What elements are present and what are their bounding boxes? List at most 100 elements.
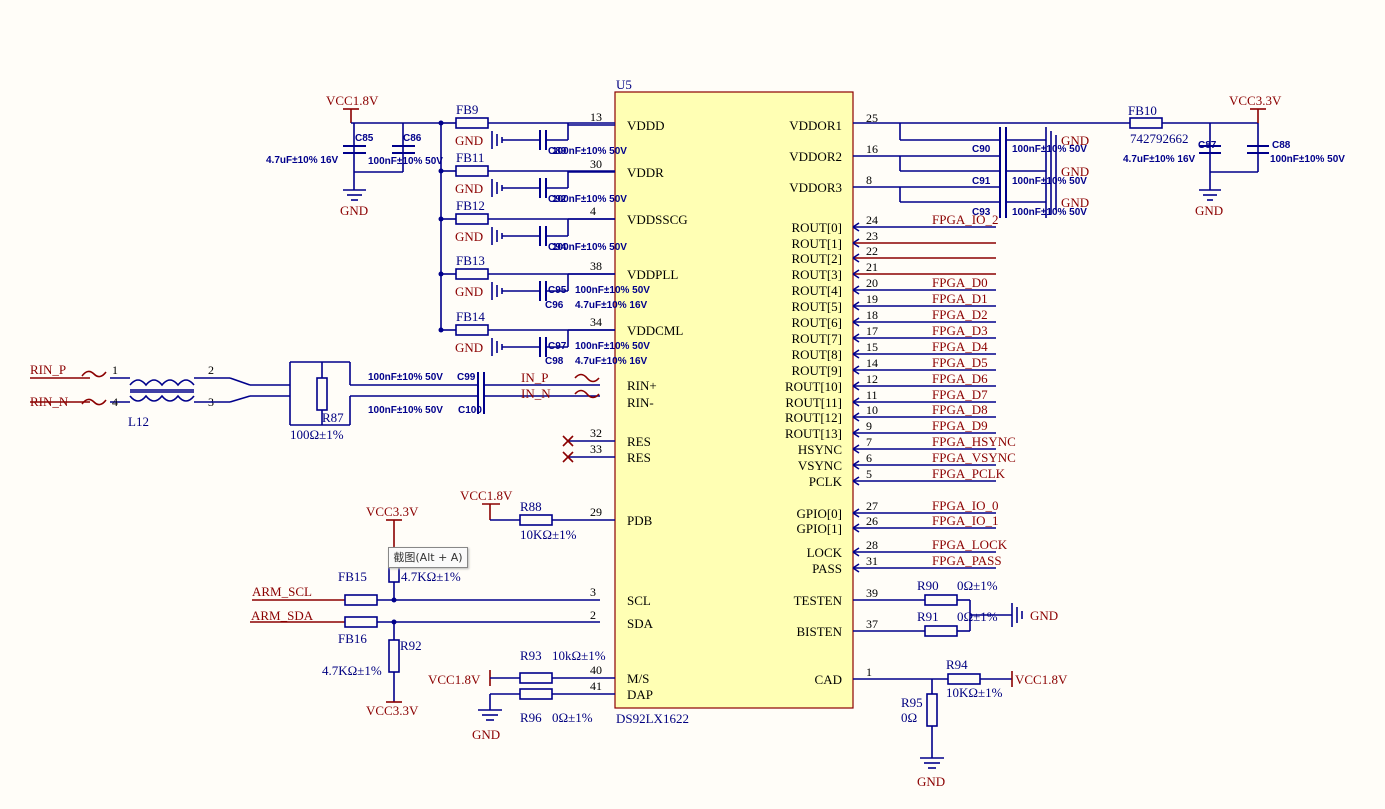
res-no-connect (562, 435, 615, 463)
c93-label: C93 (972, 207, 991, 218)
c85-value: 4.7uF±10% 16V (266, 155, 339, 166)
r94[interactable] (947, 673, 981, 685)
r92-value: 4.7KΩ±1% (322, 663, 382, 678)
bypass-cap-label: C92 (548, 194, 567, 205)
r91[interactable] (924, 625, 958, 637)
right-pin-number: 27 (866, 499, 878, 513)
left-pin-name: PDB (627, 513, 653, 528)
fb16-label: FB16 (338, 631, 367, 646)
r90[interactable] (924, 594, 958, 606)
gnd-label: GND (455, 229, 483, 244)
right-pin-number: 12 (866, 372, 878, 386)
ferrite-bead[interactable] (455, 268, 489, 280)
pin-arrow (852, 285, 860, 295)
svg-text:1: 1 (112, 363, 118, 377)
bypass-cap-label: C89 (548, 146, 567, 157)
right-pin-number: 24 (866, 213, 878, 227)
r96[interactable] (519, 688, 553, 700)
vcc18-ms: VCC1.8V (428, 672, 481, 687)
r94-label: R94 (946, 657, 968, 672)
pin-arrow (852, 523, 860, 533)
ferrite-bead[interactable] (455, 213, 489, 225)
gnd-bist: GND (1030, 608, 1058, 623)
fb16[interactable] (344, 616, 378, 628)
right-pin-name: ROUT[2] (791, 251, 842, 266)
right-pin-name: ROUT[5] (791, 299, 842, 314)
net-label: FPGA_D9 (932, 418, 988, 433)
pin-arrow (852, 349, 860, 359)
right-pin-name: VDDOR1 (789, 118, 842, 133)
left-pin-name: RIN- (627, 395, 654, 410)
bypass-cap-label: C96 (545, 300, 564, 311)
ic-ref: U5 (616, 77, 632, 92)
net-label: FPGA_PCLK (932, 466, 1006, 481)
gnd-label: GND (455, 181, 483, 196)
left-pin-number: 32 (590, 426, 602, 440)
pin-arrow (852, 253, 860, 263)
right-pin-name: ROUT[11] (785, 395, 842, 410)
r87[interactable] (316, 377, 328, 411)
right-pin-name: ROUT[9] (791, 363, 842, 378)
r95[interactable] (926, 693, 938, 727)
test-bist-network: R90 0Ω±1% R91 0Ω±1% GND (853, 578, 1058, 637)
rin-n-label: RIN_N (30, 394, 69, 409)
c100-value: 100nF±10% 50V (368, 405, 443, 416)
right-pin-name: LOCK (807, 545, 843, 560)
r88[interactable] (519, 514, 553, 526)
c87-label: C87 (1198, 140, 1217, 151)
r90-value: 0Ω±1% (957, 578, 998, 593)
pin-arrow (852, 222, 860, 232)
right-pin-name: ROUT[6] (791, 315, 842, 330)
left-pin-number: 30 (590, 157, 602, 171)
r90-label: R90 (917, 578, 939, 593)
vcc18-cad: VCC1.8V (1015, 672, 1068, 687)
pin-arrow (852, 444, 860, 454)
fb10[interactable] (1129, 117, 1163, 129)
ic-body[interactable] (614, 91, 854, 709)
vcc33-label-top: VCC3.3V (1229, 93, 1282, 108)
vcc33-i2c-top: VCC3.3V (366, 504, 419, 519)
left-pin-number: 40 (590, 663, 602, 677)
ferrite-bead[interactable] (455, 117, 489, 129)
net-label: FPGA_D7 (932, 387, 988, 402)
right-pin-number: 11 (866, 388, 878, 402)
right-pin-name: PASS (812, 561, 842, 576)
bypass-cap-label: C95 (548, 285, 567, 296)
r92[interactable] (388, 639, 400, 673)
ferrite-bead[interactable] (455, 324, 489, 336)
net-label: FPGA_D5 (932, 355, 988, 370)
right-pin-number: 26 (866, 514, 878, 528)
left-pin-name: RES (627, 434, 651, 449)
bypass-cap-value: 4.7uF±10% 16V (575, 300, 648, 311)
fb15-label: FB15 (338, 569, 367, 584)
pin-arrow (852, 238, 860, 248)
r93[interactable] (519, 672, 553, 684)
ferrite-bead[interactable] (455, 165, 489, 177)
bypass-cap-label: C98 (545, 356, 564, 367)
right-pin-number: 22 (866, 244, 878, 258)
net-label: FPGA_D2 (932, 307, 988, 322)
fb10-label: FB10 (1128, 103, 1157, 118)
net-label: FPGA_D3 (932, 323, 988, 338)
right-pin-name: ROUT[10] (785, 379, 842, 394)
left-pin-number: 34 (590, 315, 602, 329)
c90-label: C90 (972, 144, 991, 155)
left-pin-number: 29 (590, 505, 602, 519)
rin-input-network: RIN_P RIN_N 14 23 L12 R87 100Ω±1% 100nF±… (30, 361, 600, 442)
right-pin-name: ROUT[7] (791, 331, 842, 346)
fb15[interactable] (344, 594, 378, 606)
gnd-dap: GND (472, 727, 500, 742)
right-pin-number: 15 (866, 340, 878, 354)
c87-value: 4.7uF±10% 16V (1123, 154, 1196, 165)
left-pin-name: VDDR (627, 165, 664, 180)
r96-value: 0Ω±1% (552, 710, 593, 725)
right-pin-name: TESTEN (794, 593, 843, 608)
net-label: FPGA_LOCK (932, 537, 1008, 552)
c88-label: C88 (1272, 140, 1291, 151)
left-pin-number: 38 (590, 259, 602, 273)
r91-value: 0Ω±1% (957, 609, 998, 624)
right-pin-number: 5 (866, 467, 872, 481)
